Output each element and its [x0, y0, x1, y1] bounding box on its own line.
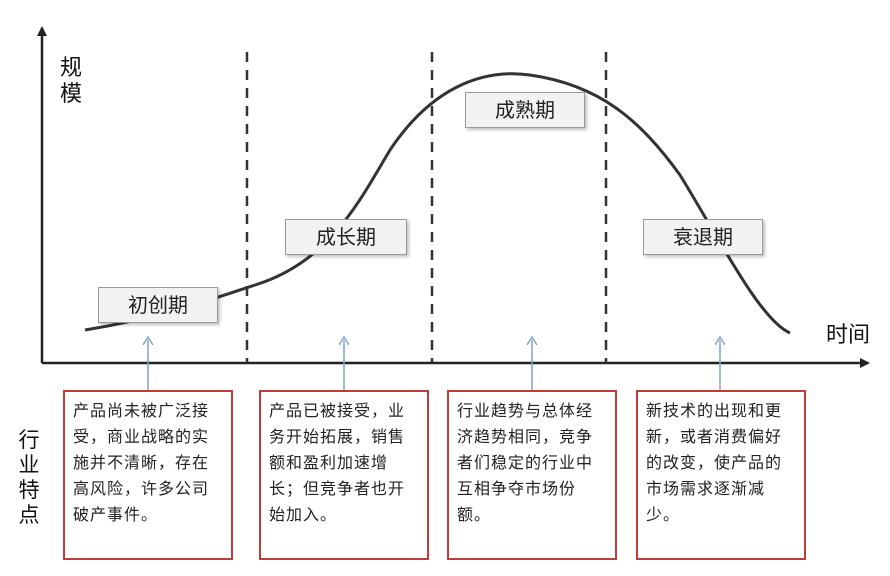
x-axis-label: 时间 [826, 323, 871, 348]
y-axis-label: 规模 [60, 56, 83, 107]
stage-description-startup: 产品尚未被广泛接受，商业战略的实施并不清晰，存在高风险，许多公司破产事件。 [63, 390, 233, 560]
industry-features-label: 行业特点 [18, 428, 40, 527]
stage-label-maturity: 成熟期 [465, 92, 585, 128]
stage-description-maturity: 行业趋势与总体经济趋势相同，竞争者们稳定的行业中互相争夺市场份额。 [447, 390, 617, 560]
stage-label-decline: 衰退期 [643, 219, 763, 255]
stage-label-startup: 初创期 [98, 287, 218, 323]
lifecycle-curve [84, 72, 791, 335]
stage-description-decline: 新技术的出现和更新，或者消费偏好的改变，使产品的市场需求逐渐减少。 [636, 390, 806, 560]
stage-description-growth: 产品已被接受，业务开始拓展，销售额和盈利加速增长；但竞争者也开始加入。 [259, 390, 429, 560]
stage-label-growth: 成长期 [285, 219, 407, 255]
